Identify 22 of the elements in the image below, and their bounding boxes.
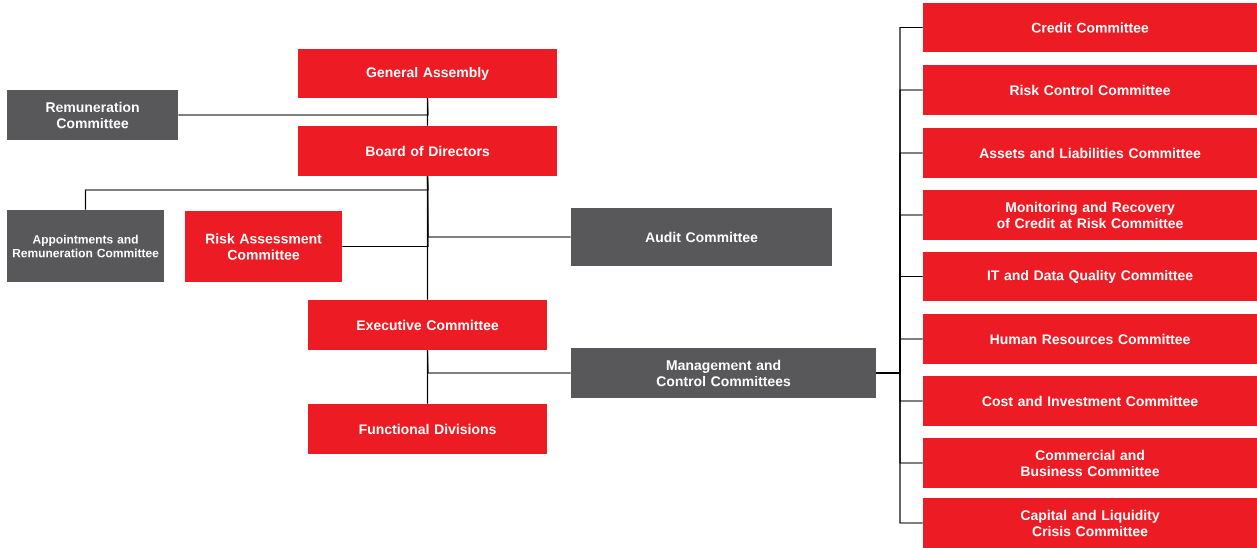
committee-box: Assets and Liabilities Committee <box>923 128 1257 178</box>
connector-line <box>177 97 429 116</box>
committee-box: Risk Assessment Committee <box>185 211 342 282</box>
committee-box: Human Resources Committee <box>923 314 1257 364</box>
committee-box: Credit Committee <box>923 3 1257 52</box>
connector-line <box>875 372 924 524</box>
committee-box: Audit Committee <box>571 208 832 266</box>
committee-box: Remuneration Committee <box>7 90 178 140</box>
committee-box: Cost and Investment Committee <box>923 376 1257 426</box>
committee-box: Risk Control Committee <box>923 65 1257 115</box>
committee-box: Functional Divisions <box>308 404 547 454</box>
committee-box: Appointments and Remuneration Committee <box>7 210 164 282</box>
committee-box: Commercial and Business Committee <box>923 438 1257 488</box>
connector-line <box>426 175 572 238</box>
committee-box: Capital and Liquidity Crisis Committee <box>923 498 1257 548</box>
committee-box: IT and Data Quality Committee <box>923 252 1257 301</box>
committee-box: Management and Control Committees <box>571 348 876 398</box>
committee-box: General Assembly <box>298 49 557 98</box>
committee-box: Monitoring and Recovery of Credit at Risk Committee <box>923 190 1257 240</box>
connector-line <box>426 349 572 374</box>
committee-box: Board of Directors <box>298 126 557 176</box>
committee-box: Executive Committee <box>308 300 547 350</box>
